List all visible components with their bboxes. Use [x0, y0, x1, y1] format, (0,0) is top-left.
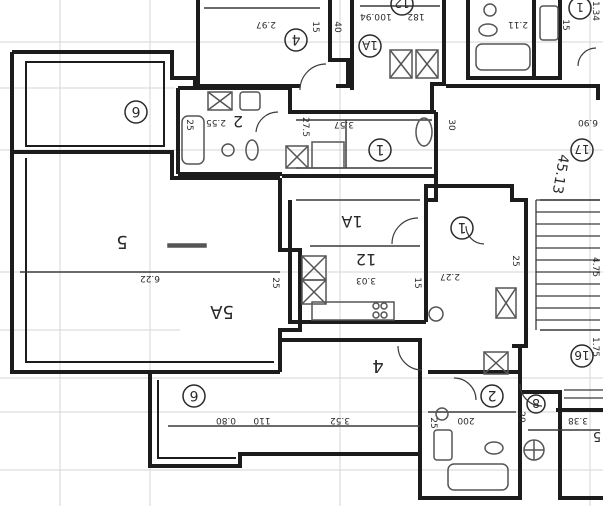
- room-1-right: 1: [576, 0, 584, 14]
- dim-211: 2.11: [508, 19, 528, 29]
- dim-110: 110: [253, 415, 270, 425]
- handwritten-note: 45.13: [549, 153, 572, 195]
- room-5: 5: [116, 231, 127, 252]
- dim-10: 10: [380, 11, 392, 21]
- door-swings: [255, 47, 597, 407]
- wall-living-right: [278, 178, 302, 372]
- wall-room4-right: [328, 0, 350, 88]
- fixtures: [167, 3, 559, 491]
- dim-175: 1.75: [590, 337, 600, 357]
- dim-297: 2.97: [256, 19, 276, 29]
- dim-15a: 15: [310, 21, 320, 32]
- room-5-right: 5: [593, 428, 601, 443]
- wall-living-outer: [10, 152, 280, 374]
- dim-338: 3.38: [568, 415, 588, 425]
- bathtub-topright: [475, 43, 531, 71]
- room-17: 17: [574, 142, 589, 156]
- partitions: [20, 5, 600, 431]
- dim-200: 200: [457, 415, 474, 425]
- dim-134: 1.34: [590, 1, 600, 21]
- boiler: [415, 117, 433, 147]
- staircase: [535, 199, 603, 399]
- sink-top: [221, 143, 235, 157]
- washbasin-topright: [539, 5, 559, 41]
- room-12-mid: 12: [356, 250, 376, 269]
- room-numbers: 6 5 5A 4 1A 12 1 2 1 1A 12 4 6 2 8 16 17…: [116, 0, 601, 443]
- wall-12-top-right: [430, 0, 446, 112]
- dim-622: 6.22: [140, 273, 160, 283]
- room-8: 8: [532, 396, 540, 410]
- room-2-top: 2: [233, 112, 243, 131]
- wall-bottom-inner: [157, 380, 236, 459]
- room-5a: 5A: [209, 301, 233, 322]
- dim-080: 0.80: [216, 415, 236, 425]
- dim-227: 2.27: [440, 271, 460, 281]
- dim-25c: 25: [510, 255, 520, 266]
- dim-352: 3.52: [330, 415, 350, 425]
- room-1-top: 1: [376, 141, 385, 157]
- dimensions: 2.97 15 40 0.94 10 182 2.11 15 1.34 30 3…: [140, 1, 600, 429]
- dim-25d: 25: [428, 417, 438, 428]
- dim-15c: 15: [412, 277, 422, 288]
- room-4-bottom: 4: [372, 355, 383, 376]
- room-labels: [124, 0, 594, 414]
- room-1a-mid: 1A: [341, 212, 362, 231]
- dim-182: 182: [407, 11, 424, 21]
- washbasin-top: [239, 91, 261, 111]
- bathtub-bottom: [447, 463, 509, 491]
- toilet-bottom: [484, 441, 504, 455]
- radiator: [167, 243, 207, 248]
- wall-bath-bottom-box: [418, 346, 522, 500]
- walls: [10, 0, 603, 500]
- dim-357: 3.57: [334, 119, 354, 129]
- room-6-bottom: 6: [189, 387, 198, 403]
- washbasin-bottom: [433, 429, 453, 461]
- wall-room6-top: [12, 50, 197, 90]
- dim-25a: 25: [184, 119, 194, 130]
- room-4-top: 4: [291, 31, 300, 47]
- room-16: 16: [574, 348, 589, 362]
- wall-corridor: [424, 112, 438, 200]
- room-2-bottom: 2: [488, 387, 497, 403]
- wall-bottom-main: [148, 372, 420, 468]
- dim-275: 27.5: [300, 117, 310, 137]
- toilet-topright: [478, 23, 498, 37]
- wall-bottom-right: [520, 390, 603, 500]
- shafts: [207, 49, 517, 375]
- room-1-mid: 1: [458, 219, 467, 235]
- wall-living-inner: [25, 158, 274, 363]
- dim-303: 3.03: [356, 275, 376, 285]
- wall-kitchen: [288, 200, 426, 324]
- sink-topright: [483, 3, 497, 17]
- dim-25b: 25: [270, 277, 280, 288]
- room-1a-top: 1A: [361, 38, 378, 52]
- wall-corr-top: [446, 84, 600, 100]
- bathtub-top: [181, 115, 205, 165]
- wall-room6-inner: [25, 61, 165, 147]
- room-12-top: 12: [394, 0, 409, 10]
- room-6-top: 6: [131, 103, 140, 119]
- stove: [372, 302, 388, 319]
- dim-40: 40: [332, 21, 342, 33]
- toilet-top: [245, 139, 259, 161]
- sink-bottom: [435, 407, 449, 421]
- dim-255: 2.55: [206, 117, 226, 127]
- wall-room1-right: [426, 184, 528, 348]
- dim-094: 0.94: [360, 11, 380, 21]
- kitchen-counter: [311, 301, 395, 321]
- dim-690: 6.90: [578, 117, 598, 127]
- dim-475: 4.75: [590, 257, 600, 277]
- kitchen-sink: [428, 306, 444, 322]
- dim-20: 20: [516, 411, 526, 423]
- wall-bath-topright: [466, 0, 562, 80]
- wall-room4-top: [196, 0, 300, 88]
- dim-15b: 15: [560, 19, 570, 30]
- dim-30: 30: [446, 119, 456, 131]
- wall-room4-bottom: [280, 338, 422, 372]
- wall-living-top: [12, 150, 280, 180]
